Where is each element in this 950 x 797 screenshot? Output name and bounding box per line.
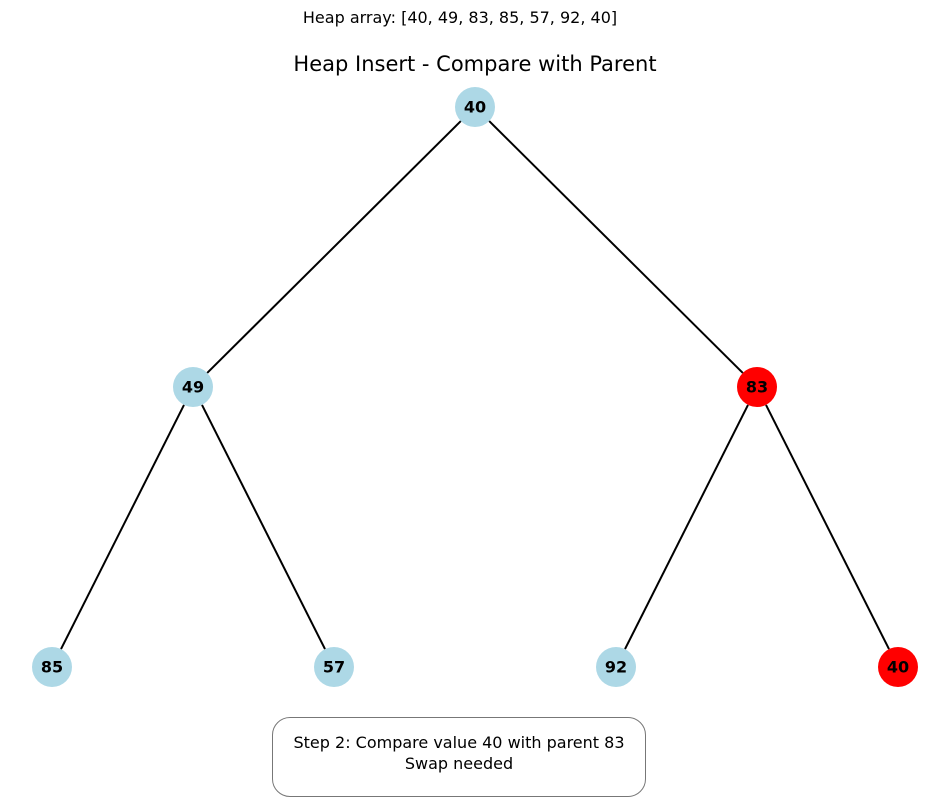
heap-node-label: 85 — [41, 658, 63, 677]
step-description: Step 2: Compare value 40 with parent 83 — [293, 733, 625, 752]
heap-node-label: 57 — [323, 658, 345, 677]
heap-node: 40 — [455, 87, 495, 127]
step-info-box: Step 2: Compare value 40 with parent 83 … — [272, 717, 646, 797]
tree-edge — [624, 404, 749, 650]
heap-node-circle-highlighted — [878, 647, 918, 687]
heap-node: 40 — [878, 647, 918, 687]
tree-edge — [60, 404, 185, 650]
heap-node-circle — [32, 647, 72, 687]
heap-node-label: 83 — [746, 378, 768, 397]
heap-node: 57 — [314, 647, 354, 687]
heap-array-caption: Heap array: [40, 49, 83, 85, 57, 92, 40] — [302, 8, 618, 27]
heap-node-circle — [596, 647, 636, 687]
heap-node-circle — [455, 87, 495, 127]
heap-node-label: 40 — [464, 98, 486, 117]
tree-edge — [201, 404, 326, 650]
heap-node-label: 40 — [887, 658, 909, 677]
heap-node: 92 — [596, 647, 636, 687]
nodes-layer: 40 49 83 85 57 92 40 — [32, 87, 918, 687]
heap-node-circle — [314, 647, 354, 687]
tree-edge — [765, 404, 890, 650]
diagram-title: Heap Insert - Compare with Parent — [293, 52, 657, 76]
heap-node-label: 92 — [605, 658, 627, 677]
heap-node: 49 — [173, 367, 213, 407]
step-result: Swap needed — [404, 754, 514, 773]
heap-node-circle-highlighted — [737, 367, 777, 407]
heap-node-circle — [173, 367, 213, 407]
tree-edge — [206, 120, 462, 374]
edges-layer — [60, 120, 890, 650]
heap-node: 85 — [32, 647, 72, 687]
tree-edge — [488, 120, 744, 374]
heap-node: 83 — [737, 367, 777, 407]
heap-node-label: 49 — [182, 378, 204, 397]
